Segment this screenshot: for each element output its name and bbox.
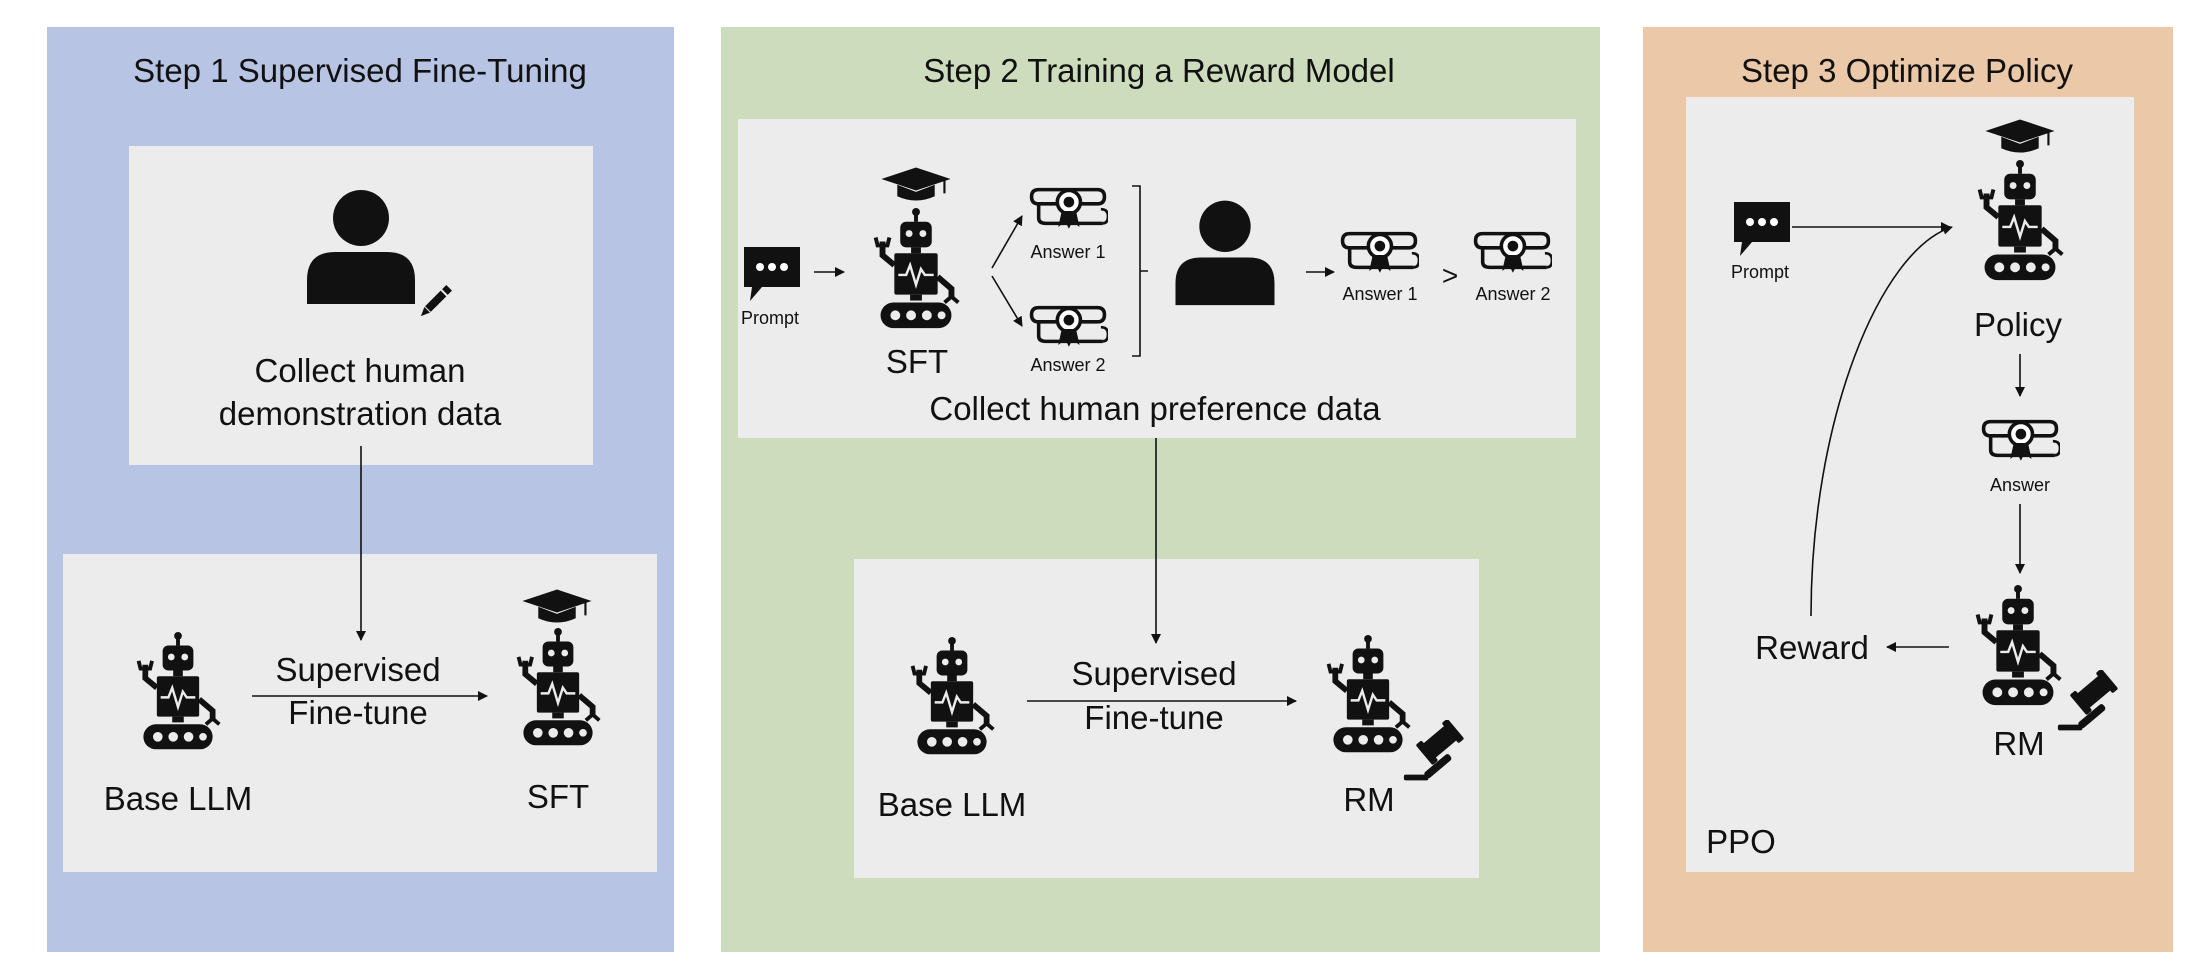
step1-title: Step 1 Supervised Fine-Tuning: [133, 52, 587, 89]
step2-collect-box: [738, 119, 1576, 438]
graduation-cap-icon: [880, 166, 952, 202]
answer-scroll-icon: [1980, 416, 2060, 461]
step3-title: Step 3 Optimize Policy: [1741, 52, 2073, 89]
person-icon: [301, 186, 421, 306]
step2-prompt-label: Prompt: [740, 308, 800, 328]
prompt-chat-icon: [1730, 198, 1794, 262]
step2-rm-label: RM: [1343, 781, 1395, 818]
step1-collect-line2: demonstration data: [218, 395, 502, 432]
arrow-sft-to-answer1: [991, 215, 1023, 269]
rm-robot-icon: [1968, 585, 2068, 713]
answer-scroll-icon: [1339, 228, 1419, 273]
answer-scroll-icon: [1028, 302, 1108, 347]
arrow-reward-to-policy: [1810, 224, 1953, 617]
step2-ranked-answer2-label: Answer 2: [1475, 284, 1551, 304]
base-llm-robot-icon: [902, 637, 1002, 762]
person-icon: [1170, 193, 1280, 311]
step2-greater-than: >: [1441, 260, 1459, 291]
sft-robot-icon: [866, 208, 966, 336]
step2-answer2-label: Answer 2: [1030, 355, 1106, 375]
step3-answer-label: Answer: [1989, 475, 2051, 495]
step2-answer1-label: Answer 1: [1030, 242, 1106, 262]
step2-finetune-line2: Fine-tune: [1084, 699, 1224, 736]
step1-base-llm-label: Base LLM: [103, 780, 253, 817]
answer-scroll-icon: [1472, 228, 1552, 273]
step3-ppo-label: PPO: [1706, 823, 1776, 860]
step2-collect-label: Collect human preference data: [929, 390, 1381, 427]
policy-robot-icon: [1970, 160, 2070, 288]
step1-sft-label: SFT: [526, 778, 590, 815]
step2-title: Step 2 Training a Reward Model: [923, 52, 1395, 89]
answers-bracket: [1132, 185, 1148, 357]
step2-finetune-line1: Supervised: [1071, 655, 1237, 692]
graduation-cap-icon: [1984, 118, 2056, 154]
step3-prompt-label: Prompt: [1730, 262, 1790, 282]
gavel-icon: [1402, 720, 1468, 786]
step2-ranked-answer1-label: Answer 1: [1342, 284, 1418, 304]
step3-reward-label: Reward: [1755, 629, 1869, 666]
prompt-chat-icon: [740, 243, 804, 307]
step2-sft-label: SFT: [885, 343, 949, 380]
sft-robot-icon: [508, 628, 608, 753]
step1-collect-line1: Collect human: [254, 352, 466, 389]
answer-scroll-icon: [1028, 184, 1108, 229]
base-llm-robot-icon: [128, 632, 228, 757]
step1-finetune-line1: Supervised: [275, 651, 441, 688]
step1-finetune-line2: Fine-tune: [288, 694, 428, 731]
arrow-sft-to-answer2: [991, 275, 1023, 327]
step3-policy-label: Policy: [1973, 306, 2063, 343]
step3-rm-label: RM: [1993, 725, 2045, 762]
step2-base-llm-label: Base LLM: [877, 786, 1027, 823]
gavel-icon: [2056, 670, 2122, 736]
pencil-icon: [415, 282, 455, 322]
graduation-cap-icon: [521, 588, 593, 624]
